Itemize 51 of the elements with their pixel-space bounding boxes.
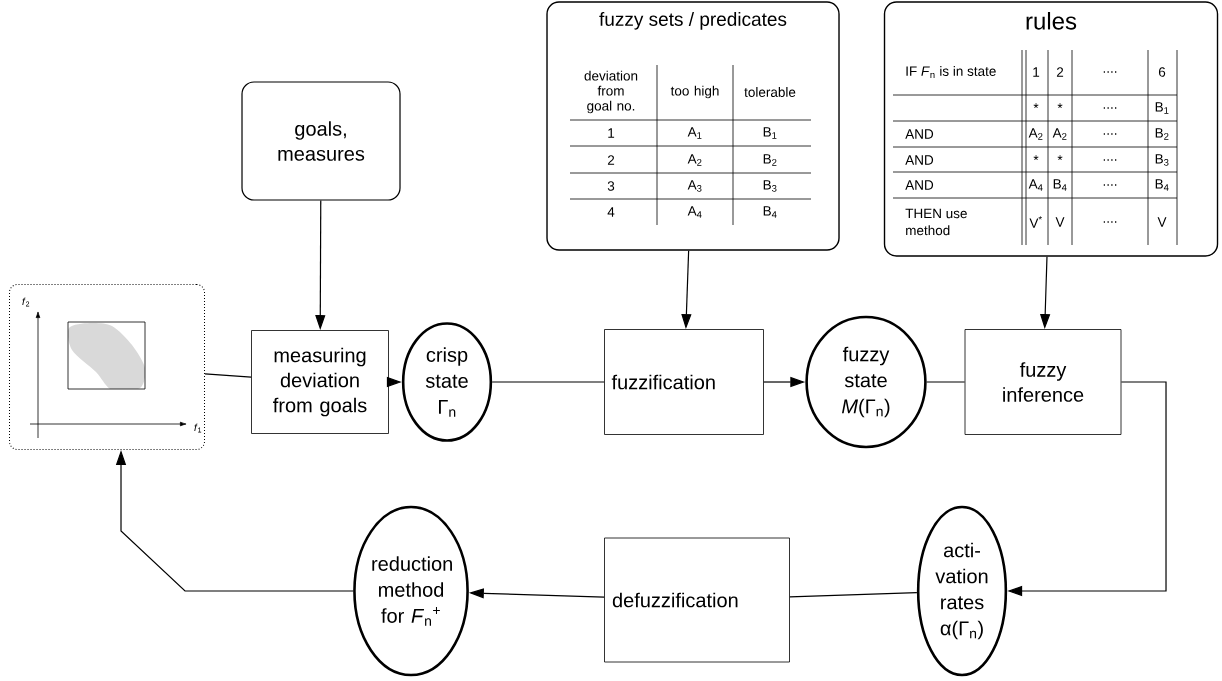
table-entry: AND [905, 155, 934, 165]
table-entry: * [1033, 103, 1039, 109]
axis-label: f$_{2}$ [22, 297, 30, 307]
table-entry: tolerable [744, 87, 796, 97]
table-entry: IF F$_{n}$ is in state [906, 66, 996, 78]
table-entry: A$_{2}$ [687, 154, 702, 166]
process-box: fuzzy inference [964, 329, 1122, 435]
table-entry: B$_{4}$ [1155, 179, 1169, 191]
table-entry: too high [670, 85, 719, 99]
table-entry: 4 [607, 207, 615, 217]
table-entry: B$_{4}$ [1053, 179, 1067, 191]
table-entry: A$_{2}$ [1028, 128, 1043, 140]
table-entry: A$_{2}$ [1052, 128, 1067, 140]
table-entry: AND [905, 180, 934, 190]
table-entry: .... [1103, 71, 1117, 73]
table-entry: V [1157, 217, 1167, 227]
table-entry: B$_{1}$ [763, 127, 777, 139]
table-entry: B$_{3}$ [763, 180, 777, 192]
table-entry: A$_{4}$ [687, 206, 702, 218]
table-entry: A$_{3}$ [687, 180, 702, 192]
process-box: measuring deviation from goals [251, 330, 389, 434]
table-entry: .... [1103, 159, 1117, 161]
table-entry: 1 [608, 128, 615, 138]
table-entry: B$_{4}$ [763, 206, 777, 218]
table-entry: A$_{4}$ [1028, 179, 1043, 191]
table-entry: 2 [1056, 67, 1064, 77]
table-entry: * [1057, 103, 1063, 109]
table-entry: .... [1103, 133, 1117, 135]
axis-label: f$_{1}$ [194, 423, 202, 433]
table-entry: 6 [1158, 67, 1166, 77]
table-entry: * [1033, 155, 1039, 161]
table-entry: deviation from goal no. [584, 70, 638, 114]
table-entry: .... [1103, 107, 1117, 109]
table-entry: .... [1103, 184, 1117, 186]
process-box: fuzzification [604, 329, 764, 435]
table-entry: V [1055, 217, 1065, 227]
table-entry: B$_{2}$ [1155, 128, 1169, 140]
table-entry: B$_{3}$ [1155, 154, 1169, 166]
process-box: goals, measures [241, 81, 401, 201]
process-box: defuzzification [604, 537, 790, 663]
table-entry: V$^{*}$ [1029, 216, 1042, 228]
table-entry: 2 [607, 155, 615, 165]
table-entry: A$_{1}$ [687, 127, 702, 139]
table-entry: 1 [1033, 67, 1040, 77]
table-entry: THEN use method [905, 208, 967, 236]
table-entry: .... [1103, 221, 1117, 223]
table-entry: B$_{1}$ [1155, 102, 1169, 114]
table-entry: B$_{2}$ [763, 154, 777, 166]
table-entry: AND [905, 129, 934, 139]
table-entry: 3 [607, 181, 615, 191]
table-entry: * [1057, 155, 1063, 161]
